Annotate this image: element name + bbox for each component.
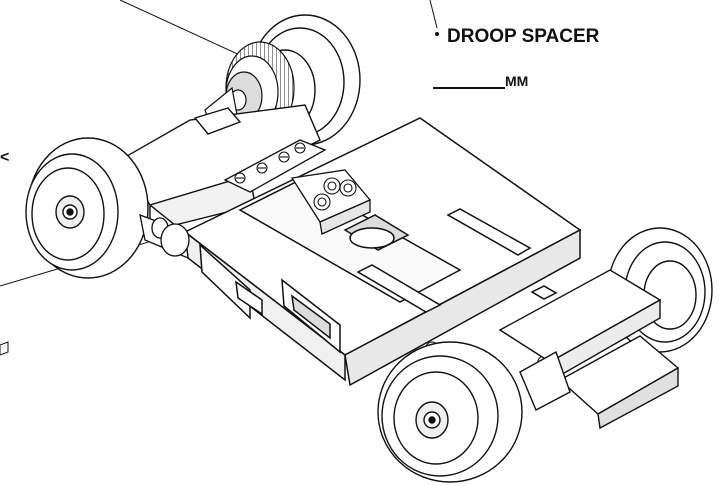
leader-line-droop [429,0,438,29]
leader-line-top [119,0,256,63]
stray-corner-mark [0,341,9,356]
stray-mark: < [0,149,9,166]
front-right-wheel [607,227,713,353]
rear-hinge [139,213,190,260]
leader-dot [435,32,439,36]
front-left-wheel [377,341,523,483]
mm-unit-label: MM [505,73,528,89]
chassis-body [183,117,582,387]
droop-spacer-label: DROOP SPACER [447,26,600,47]
rear-left-wheel [25,137,149,279]
front-bulkhead [498,269,680,430]
